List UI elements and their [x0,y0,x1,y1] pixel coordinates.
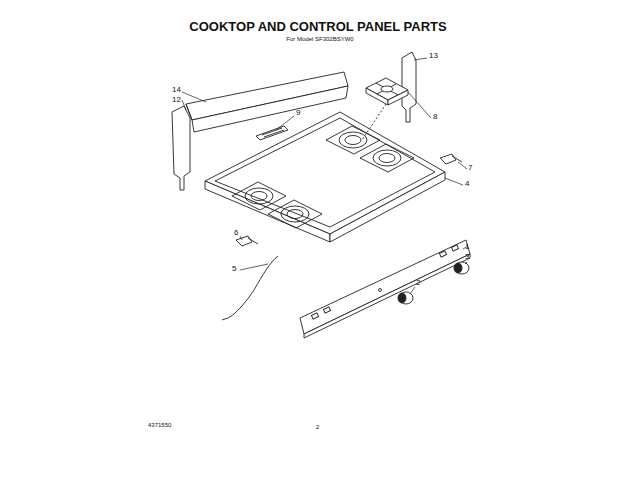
callout-number: 9 [296,109,300,117]
leader-line [182,58,468,294]
knob [398,262,469,304]
diagram-title: COOKTOP AND CONTROL PANEL PARTS [189,20,446,33]
callout-number: 4 [465,180,469,188]
model-note: For Model SF302BSYW0 [286,36,353,42]
cooktop [205,112,445,242]
end-cap-right [402,52,416,122]
callout-number: 5 [232,265,236,273]
burner-right [326,126,414,172]
callout-number: 2 [416,279,420,287]
ignition-wire [222,256,278,320]
bracket-left [236,236,258,246]
callout-number: 12 [172,96,181,104]
callout-number: 1 [465,243,469,251]
burner-left [232,182,322,228]
callout-number: 7 [468,164,472,172]
page-number: 2 [316,424,319,430]
callout-number: 6 [234,229,238,237]
callout-number: 8 [433,113,437,121]
page-number: 4371550 [148,422,171,428]
end-cap-left [172,106,190,190]
grate [366,78,408,105]
callout-number: 14 [172,86,181,94]
callout-number: 3 [465,253,469,261]
control-panel [300,240,470,338]
vent-grille [256,126,288,140]
callout-number: 13 [429,52,438,60]
